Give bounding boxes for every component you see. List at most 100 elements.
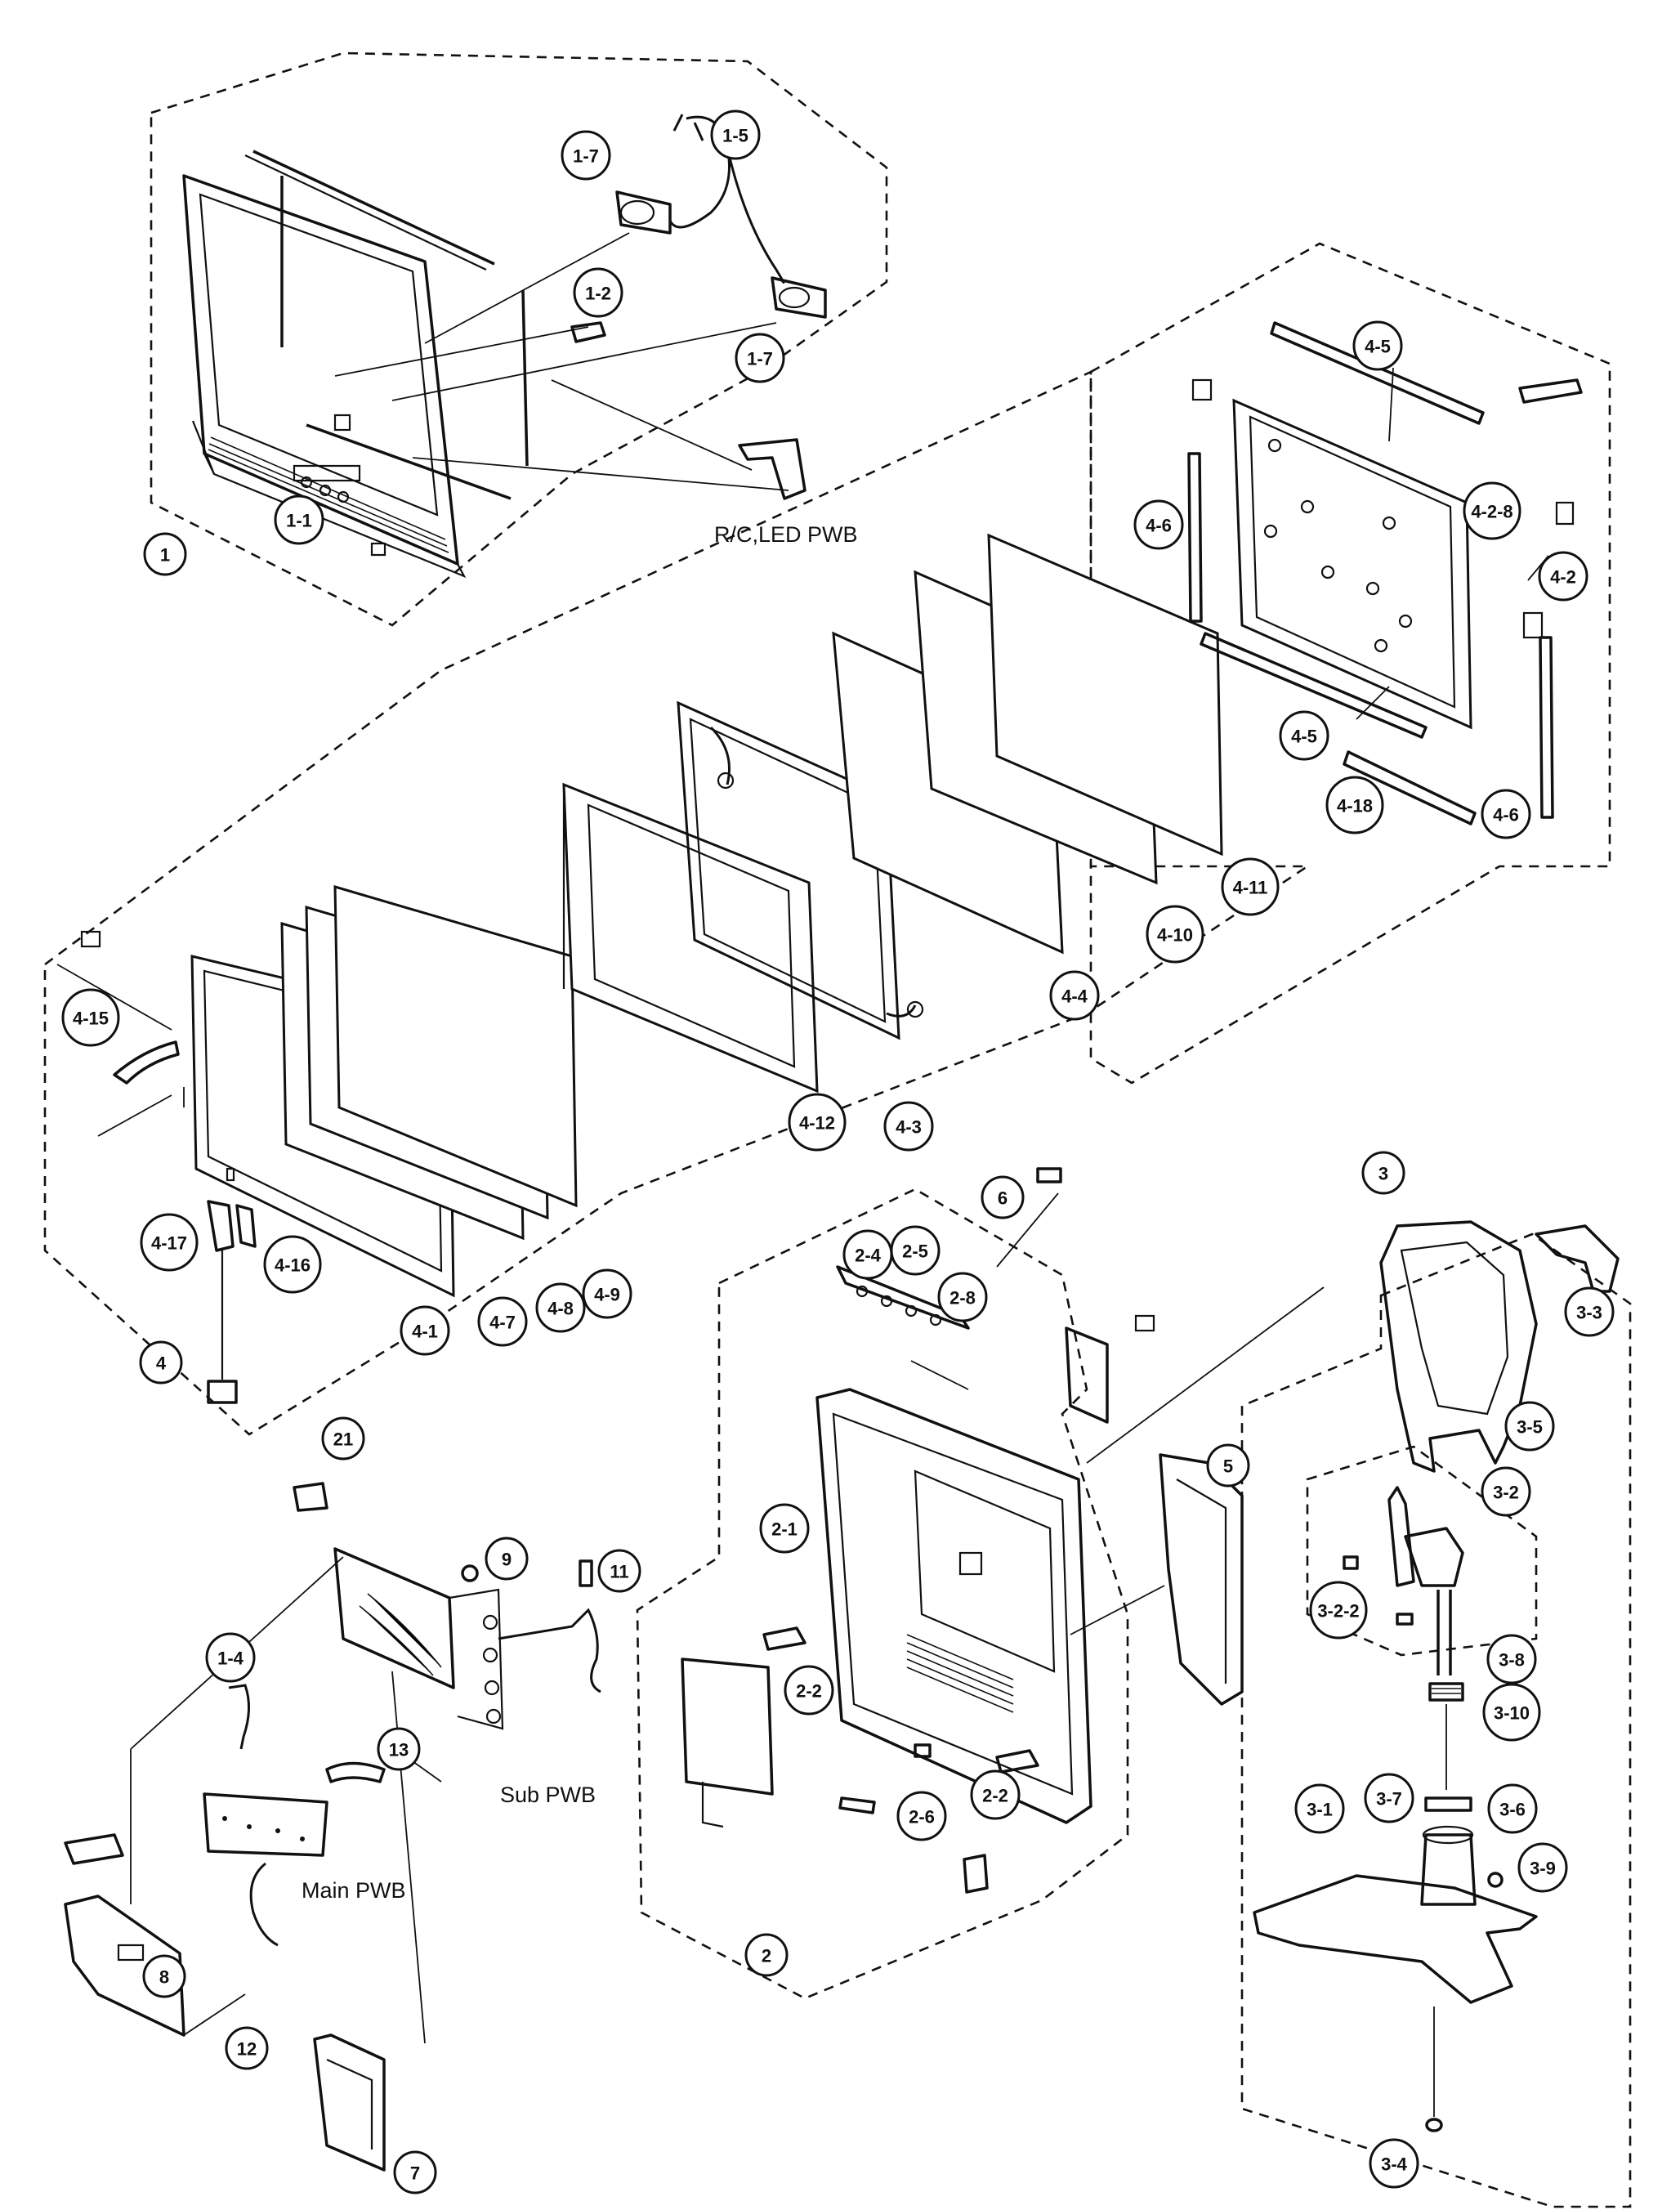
svg-text:4-12: 4-12 [799, 1113, 835, 1134]
rear-cabinet-port [958, 1551, 983, 1576]
svg-text:4-11: 4-11 [1233, 878, 1268, 898]
svg-text:3-6: 3-6 [1499, 1800, 1526, 1820]
callout-7: 7 [393, 2150, 437, 2194]
stand-screw-3-9 [1487, 1872, 1504, 1888]
bracket-4-2-8 [1518, 378, 1583, 404]
svg-text:6: 6 [998, 1188, 1008, 1209]
sheet-4-15 [113, 1040, 180, 1085]
small-clip [370, 542, 386, 557]
callout-12: 12 [225, 2026, 269, 2070]
vesa-plate [681, 1658, 774, 1796]
group-1-outline [150, 51, 888, 627]
sub-pwb-components [359, 1593, 502, 1725]
callout-1-5: 1-5 [710, 110, 761, 160]
svg-text:7: 7 [410, 2163, 420, 2184]
control-panel-strip [293, 464, 361, 482]
callout-2-2b: 2-2 [970, 1769, 1021, 1820]
speaker-left [615, 190, 672, 235]
part-3-2-2b [1396, 1613, 1414, 1626]
svg-text:8: 8 [159, 1967, 169, 1988]
main-pwb-label: Main PWB [302, 1878, 406, 1903]
bracket-7 [313, 2033, 386, 2172]
svg-text:13: 13 [389, 1740, 409, 1760]
svg-text:2-4: 2-4 [855, 1246, 882, 1266]
callout-4-1: 4-1 [400, 1305, 450, 1356]
callout-3-10: 3-10 [1482, 1683, 1541, 1742]
main-pwb [203, 1792, 328, 1857]
stand-foot-3-4 [1425, 2118, 1443, 2132]
group-3-outline [1240, 1232, 1632, 2208]
callout-1-1: 1-1 [274, 494, 324, 545]
stand-base-3-1 [1253, 1874, 1538, 2004]
svg-text:12: 12 [237, 2039, 257, 2060]
svg-text:3-2-2: 3-2-2 [1317, 1601, 1359, 1622]
callout-4-9: 4-9 [582, 1268, 632, 1319]
part-2-6b [838, 1796, 876, 1814]
callout-8: 8 [142, 1954, 186, 1998]
rear-cabinet-inner-panel [914, 1470, 1056, 1673]
svg-text:3-5: 3-5 [1517, 1417, 1543, 1438]
callout-11: 11 [597, 1549, 641, 1593]
callout-2-5: 2-5 [890, 1225, 941, 1276]
svg-text:4-5: 4-5 [1365, 337, 1391, 357]
cable-1-4 [228, 1684, 251, 1750]
callout-4-3: 4-3 [883, 1101, 934, 1152]
cable-13 [325, 1761, 386, 1783]
part-9 [461, 1564, 479, 1582]
callout-4-18: 4-18 [1325, 776, 1384, 834]
speaker-cable [668, 115, 785, 284]
power-button [300, 476, 313, 489]
lcd-module-parts [56, 321, 1583, 1404]
side-cover-5 [1159, 1453, 1244, 1706]
callout-21: 21 [321, 1416, 365, 1461]
callout-4-16: 4-16 [263, 1235, 322, 1294]
callout-4-10: 4-10 [1146, 905, 1204, 964]
svg-text:4-6: 4-6 [1146, 516, 1172, 536]
svg-text:2-2: 2-2 [796, 1681, 822, 1702]
callout-4-5b: 4-5 [1279, 710, 1329, 761]
svg-text:1-7: 1-7 [573, 146, 599, 167]
select-button [337, 490, 350, 503]
svg-text:4-3: 4-3 [896, 1117, 922, 1138]
svg-text:2-1: 2-1 [771, 1519, 798, 1540]
callout-4-4: 4-4 [1049, 970, 1100, 1021]
svg-text:3-2: 3-2 [1493, 1483, 1519, 1503]
svg-text:1-2: 1-2 [585, 284, 611, 304]
callout-3-8: 3-8 [1486, 1634, 1537, 1684]
cable-11 [498, 1608, 601, 1693]
callout-3: 3 [1361, 1151, 1405, 1195]
flex-connector [207, 1380, 238, 1404]
bracket-2-4-holes [856, 1285, 942, 1326]
svg-text:4-16: 4-16 [275, 1255, 311, 1276]
speaker-right [771, 276, 827, 319]
svg-text:2-6: 2-6 [909, 1807, 935, 1828]
callout-3-3: 3-3 [1564, 1286, 1615, 1337]
callout-3-5: 3-5 [1504, 1401, 1555, 1452]
callout-9: 9 [485, 1537, 529, 1581]
sheet-4-9 [333, 884, 578, 1208]
callout-1-2: 1-2 [573, 267, 623, 318]
part-6 [1036, 1167, 1062, 1183]
sub-pwb [333, 1547, 455, 1689]
callout-1: 1 [143, 532, 187, 576]
rear-cabinet-parts [681, 1167, 1325, 1894]
stand-washer-3-6 [1424, 1796, 1472, 1812]
callout-13: 13 [377, 1727, 421, 1771]
callout-4: 4 [139, 1340, 183, 1385]
front-cabinet-parts [182, 114, 827, 579]
svg-text:5: 5 [1223, 1456, 1233, 1477]
callout-2-1: 2-1 [759, 1503, 810, 1554]
svg-text:3: 3 [1378, 1164, 1388, 1184]
svg-text:4-4: 4-4 [1061, 986, 1088, 1007]
callout-2-4: 2-4 [842, 1229, 893, 1280]
bezel-window [333, 414, 351, 432]
svg-text:11: 11 [610, 1562, 628, 1582]
svg-text:4: 4 [156, 1353, 167, 1374]
group-2-outline [636, 1188, 1129, 2000]
main-pwb-components [222, 1816, 305, 1841]
rear-cabinet [815, 1388, 1092, 1824]
callout-3-2: 3-2 [1481, 1466, 1531, 1517]
svg-text:2-2: 2-2 [982, 1786, 1008, 1806]
svg-text:3-3: 3-3 [1576, 1303, 1602, 1323]
